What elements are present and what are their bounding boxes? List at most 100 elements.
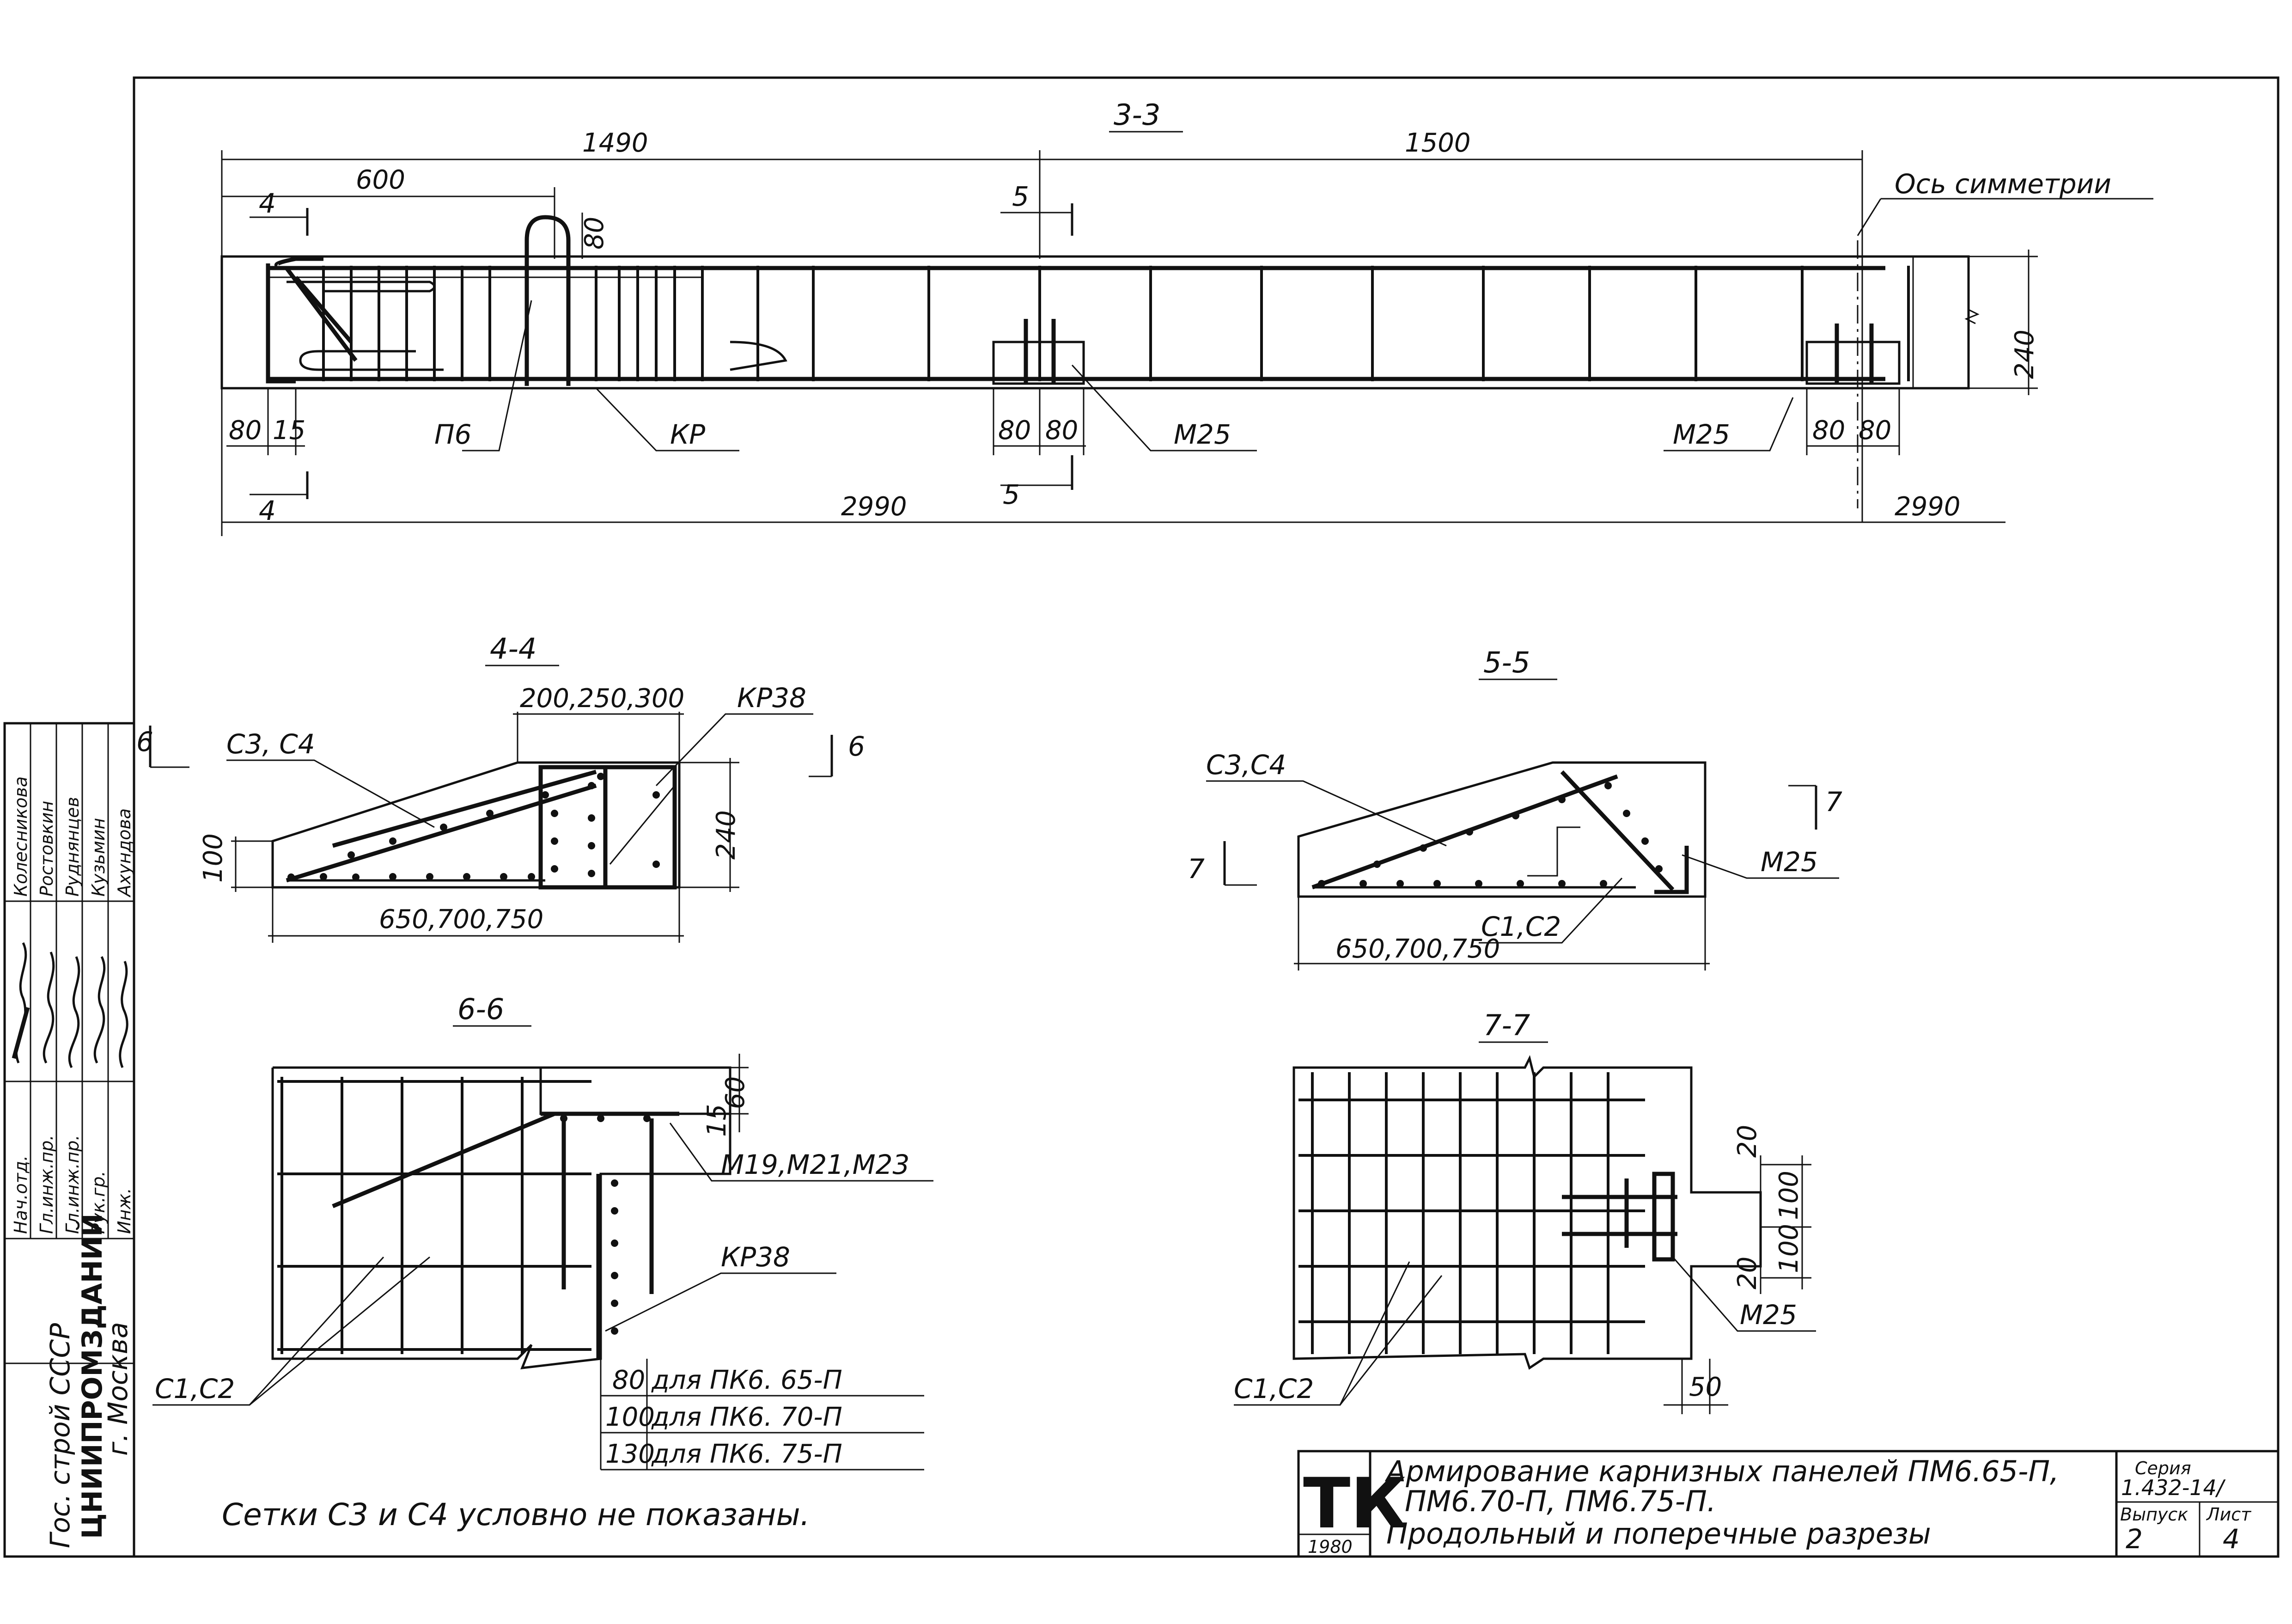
rebar-dot [352,873,360,881]
side-role-2: Гл.инж.пр. [37,1135,57,1234]
rebar-dot [597,773,604,780]
title-block-line-2: ПМ6.70-П, ПМ6.75-П. [1405,1484,1716,1518]
frame-dots-6-6 [560,1115,651,1335]
signatures [12,942,128,1068]
rebar-dot [389,873,396,880]
table-row-1-dim: 80 [612,1365,645,1395]
rebar-dot [611,1272,618,1279]
dim-20-b: 20 [1732,1257,1762,1289]
rebar-dot [1466,828,1473,836]
side-name-5: Ахундова [114,808,134,898]
table-row-2-desc: для ПК6. 70-П [651,1402,842,1432]
series-label: Серия [2135,1458,2191,1478]
org-ministry: Гос. строй СССР [44,1323,76,1548]
org-city: г. Москва [102,1322,134,1456]
dim-80-plate-b: 80 [1045,415,1078,446]
dim-20-a: 20 [1732,1125,1762,1158]
side-role-4: Рук.гр. [88,1171,109,1234]
section-5-5-title: 5-5 [1483,646,1530,679]
title-block-logo: ТК [1303,1464,1407,1544]
cut-7-right-label: 7 [1825,786,1842,818]
dim-100-a: 100 [1774,1171,1804,1220]
label-p6: П6 [434,419,472,450]
table-row-3-desc: для ПК6. 75-П [651,1439,842,1469]
side-name-4: Кузьмин [88,818,109,897]
rebar-dot [588,842,595,849]
dim-600: 600 [356,165,405,195]
side-role-1: Нач.отд. [11,1155,31,1234]
rebar-dot [320,873,327,880]
dim-650-700-750-5-5: 650,700,750 [1335,934,1500,964]
side-role-5: Инж. [114,1188,134,1234]
rebar-dot [588,870,595,877]
note-text: Сетки С3 и С4 условно не показаны. [222,1497,810,1532]
rebar-dot [588,814,595,822]
dim-100-4-4: 100 [198,833,228,883]
section-3-3-title: 3-3 [1114,98,1160,132]
org-name: ЦНИИПРОМЗДАНИЙ [75,1214,109,1539]
label-m25-right: М25 [1673,419,1730,450]
table-row-2-dim: 100 [605,1402,655,1432]
stirrups [322,266,1910,381]
label-c1-c2-7-7: С1,С2 [1234,1373,1314,1404]
rebar-dot [611,1300,618,1307]
mesh-dots-5-5 [1318,782,1663,887]
label-m19-m21-m23: М19,М21,М23 [721,1149,909,1180]
cut-5-bottom-label: 5 [1003,479,1020,510]
side-name-2: Ростовкин [37,801,57,897]
rebar-dot [611,1239,618,1247]
cut-7-left-label: 7 [1188,853,1205,885]
sheet-value: 4 [2223,1523,2240,1555]
rebar-dot [1517,880,1524,887]
rebar-dot [463,873,470,880]
rebar-dot [597,1115,604,1122]
dim-2990-tail: 2990 [1895,492,1961,522]
side-name-1: Колесникова [11,776,31,897]
title-block-line-3: Продольный и поперечные разрезы [1386,1517,1931,1551]
dim-60-6-6: 60 [720,1076,750,1109]
section-7-7: 7-7 20 100 100 20 50 М25 С1,С2 [1234,1008,1816,1414]
dim-80-edge: 80 [229,415,262,446]
title-block: ТК 1980 Армирование карнизных панелей ПМ… [1297,1450,2280,1558]
rebar-dot [652,791,660,799]
side-stamp: Нач.отд. Гл.инж.пр. Гл.инж.пр. Рук.гр. И… [3,722,135,1558]
rebar-dot [1558,880,1566,887]
cut-4-top-label: 4 [259,188,276,219]
label-m25-5-5: М25 [1761,846,1818,878]
sheet-frame [133,76,2280,1558]
rebar-dot [1359,880,1367,887]
label-c3-c4-5-5: С3,С4 [1206,749,1286,781]
dim-1500: 1500 [1405,128,1471,158]
title-block-line-1: Армирование карнизных панелей ПМ6.65-П, [1384,1454,2059,1488]
dim-240-4-4: 240 [711,810,741,860]
label-c1-c2-5-5: С1,С2 [1481,911,1561,942]
beam-body [220,255,1970,390]
rebar-dot [560,1115,567,1122]
dim-200-250-300: 200,250,300 [520,684,684,714]
label-kp38-6-6: КР38 [721,1241,790,1273]
rebar-dot [1600,880,1607,887]
mesh-grid-6-6 [277,1077,591,1354]
section-3-3: 3-3 1490 1500 600 Ось симметрии 240 [220,98,2153,536]
dim-80-loop: 80 [579,217,610,250]
rebar-dot [588,782,595,789]
rebar-dot [643,1115,651,1122]
rebar-dot [1558,796,1566,803]
rebar-dot [1420,844,1427,852]
section-5-5: 5-5 650,700,750 С3,С4 С1,С2 М25 7 7 [1188,646,1842,971]
dim-15-edge: 15 [273,415,305,446]
rebar-dot [486,810,494,817]
mesh-grid-7-7 [1298,1072,1645,1354]
section-6-6: 6-6 60 15 М19,М21,М23 КР38 С1,С2 [152,992,933,1471]
title-block-year: 1980 [1308,1537,1353,1557]
table-row-1-desc: для ПК6. 65-П [651,1365,842,1395]
rebar-dot [1475,880,1482,887]
rebar-dot [1396,880,1404,887]
rebar-dot [347,851,355,859]
rebar-dot [611,1327,618,1335]
rebar-dot [389,837,396,845]
rebar-dot [611,1207,618,1215]
label-c3-c4-4-4: С3, С4 [226,728,315,760]
cut-4-bottom-label: 4 [259,495,276,526]
